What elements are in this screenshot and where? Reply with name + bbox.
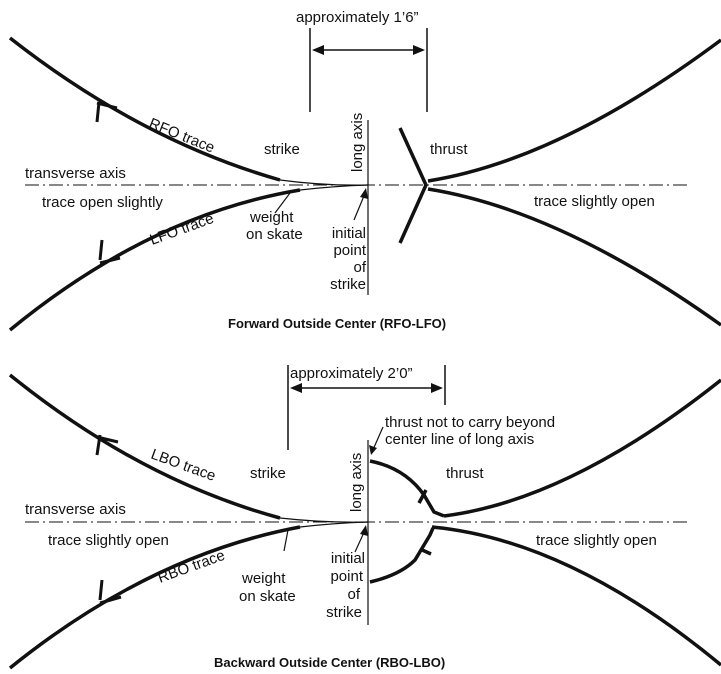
rbo-direction-arrow	[98, 579, 122, 605]
thrust-upper-curve	[427, 38, 721, 183]
thrust-lower-mark	[369, 527, 435, 584]
lbo-trace-label: LBO trace	[149, 446, 218, 485]
transverse-axis-label: transverse axis	[25, 501, 126, 518]
rfo-trace-label: RFO trace	[147, 115, 218, 157]
weight-pointer	[283, 529, 289, 552]
rfo-trace-tail	[279, 179, 369, 186]
long-axis-label: long axis	[348, 453, 365, 512]
rfo-trace-curve	[8, 36, 281, 182]
thrust-label: thrust	[430, 141, 468, 158]
lfo-direction-arrow	[98, 239, 121, 265]
trace-open-left-label: trace slightly open	[48, 532, 169, 549]
initial-point-arrowhead	[360, 188, 368, 199]
thrust-upper-hook	[417, 489, 428, 504]
backward-outside-center-caption: Backward Outside Center (RBO-LBO)	[214, 655, 445, 670]
lbo-direction-arrow	[95, 434, 119, 456]
rfo-direction-arrow	[95, 101, 118, 123]
backward-outside-center-diagram: approximately 2’0” transverse axis long …	[8, 365, 721, 670]
thrust-lower-hook	[419, 547, 432, 556]
strike-label: strike	[250, 465, 286, 482]
thrust-label: thrust	[446, 465, 484, 482]
rbo-trace-label: RBO trace	[156, 547, 228, 587]
lbo-trace-curve	[8, 373, 281, 520]
rbo-trace-curve	[8, 525, 301, 670]
forward-outside-center-diagram: approximately 1’6” transverse axis long …	[8, 9, 721, 332]
thrust-lower-curve	[427, 187, 721, 327]
weight-pointer	[274, 192, 291, 214]
dimension-arrow-left	[290, 383, 302, 393]
dimension-label: approximately 2’0”	[290, 365, 413, 382]
lfo-trace-curve	[8, 188, 301, 332]
dimension-arrow-right	[431, 383, 443, 393]
long-axis-label: long axis	[349, 113, 366, 172]
lfo-trace-tail	[299, 184, 369, 191]
dimension-arrow-right	[413, 45, 425, 55]
trace-open-right-label: trace slightly open	[536, 532, 657, 549]
strike-label: strike	[264, 141, 300, 158]
thrust-mark	[398, 127, 428, 244]
dimension-label: approximately 1’6”	[296, 9, 419, 26]
thrust-upper-curve	[443, 378, 721, 518]
dimension-arrow-left	[312, 45, 324, 55]
thrust-note-arrowhead	[369, 445, 377, 455]
trace-open-right-label: trace slightly open	[534, 193, 655, 210]
initial-point-arrowhead	[360, 525, 368, 536]
thrust-upper-mark	[369, 459, 445, 518]
rbo-trace-tail	[299, 521, 369, 528]
thrust-lower-curve	[431, 525, 721, 667]
trace-open-left-label: trace open slightly	[42, 194, 163, 211]
lfo-trace-label: LFO trace	[148, 210, 216, 249]
forward-outside-center-caption: Forward Outside Center (RFO-LFO)	[228, 316, 446, 331]
transverse-axis-label: transverse axis	[25, 165, 126, 182]
